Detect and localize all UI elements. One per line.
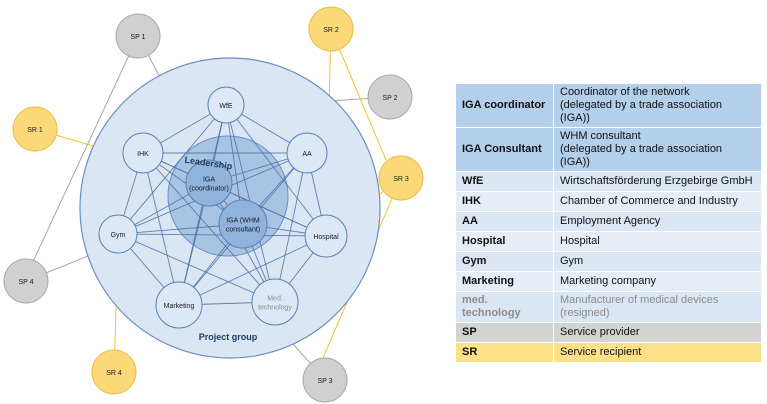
legend-definition: Gym [553, 251, 762, 272]
legend-term: SR [455, 342, 554, 363]
node-label: Gym [111, 232, 126, 239]
external-node-circle [3, 258, 49, 304]
member-link-line [117, 104, 227, 235]
legend-term: IGA Consultant [455, 127, 554, 172]
member-link-line [274, 152, 308, 303]
member-link-line [178, 235, 327, 306]
external-node-label: SR 2 [323, 27, 339, 34]
node-label: Marketing [164, 303, 195, 310]
legend-definition: Hospital [553, 231, 762, 252]
node-hospital: Hospital [304, 214, 348, 258]
legend-definition: Service recipient [553, 342, 762, 363]
external-node-circle [308, 6, 354, 52]
legend-term: med. technology [455, 291, 554, 323]
legend-definition: Wirtschaftsförderung Erzgebirge GmbH [553, 171, 762, 192]
node-circle [218, 199, 268, 249]
external-node-circle [302, 357, 348, 403]
node-circle [122, 132, 164, 174]
legend-term: IGA coordinator [455, 83, 554, 128]
external-node-sp2: SP 2 [367, 74, 413, 120]
node-circle [155, 281, 203, 329]
node-ihk: IHK [122, 132, 164, 174]
legend-definition: WHM consultant (delegated by a trade ass… [553, 127, 762, 172]
legend-term: Marketing [455, 271, 554, 292]
external-node-label: SR 4 [106, 370, 122, 377]
legend-term: WfE [455, 171, 554, 192]
node-circle [251, 278, 299, 326]
node-circle [207, 86, 245, 124]
legend-term: Hospital [455, 231, 554, 252]
node-label: AA [302, 151, 312, 158]
external-node-circle [12, 106, 58, 152]
node-circle [98, 214, 138, 254]
legend-definition: Manufacturer of medical devices (resigne… [553, 291, 762, 323]
node-circle [286, 132, 328, 174]
node-circle [304, 214, 348, 258]
legend-term: AA [455, 211, 554, 232]
legend-definition: Chamber of Commerce and Industry [553, 191, 762, 212]
external-node-sp4: SP 4 [3, 258, 49, 304]
node-label: Med.technology [258, 296, 292, 312]
node-label: IGA(coordinator) [189, 177, 229, 193]
legend-definition: Service provider [553, 322, 762, 343]
external-node-sr1: SR 1 [12, 106, 58, 152]
external-node-label: SP 1 [130, 34, 145, 41]
node-label: Hospital [313, 234, 339, 241]
external-node-label: SP 3 [317, 378, 332, 385]
member-link-line [142, 152, 276, 303]
node-wfe: WfE [207, 86, 245, 124]
member-link-line [225, 104, 327, 237]
node-gym: Gym [98, 214, 138, 254]
external-node-label: SR 3 [393, 176, 409, 183]
external-node-label: SP 4 [18, 279, 33, 286]
legend-definition: Coordinator of the network (delegated by… [553, 83, 762, 128]
external-node-circle [378, 155, 424, 201]
external-node-circle [367, 74, 413, 120]
external-link-line [330, 28, 387, 161]
project-group-label: Project group [199, 332, 258, 342]
external-node-sr4: SR 4 [91, 349, 137, 395]
legend-term: SP [455, 322, 554, 343]
node-iga_coord: IGA(coordinator) [185, 159, 233, 207]
node-aa: AA [286, 132, 328, 174]
external-node-label: SR 1 [27, 127, 43, 134]
node-marketing: Marketing [155, 281, 203, 329]
member-link-line [142, 152, 180, 306]
external-node-label: SP 2 [382, 95, 397, 102]
legend-definition: Employment Agency [553, 211, 762, 232]
external-node-sr2: SR 2 [308, 6, 354, 52]
external-node-sp3: SP 3 [302, 357, 348, 403]
external-node-sp1: SP 1 [115, 13, 161, 59]
external-link-line [29, 35, 139, 269]
legend-definition: Marketing company [553, 271, 762, 292]
node-label: WfE [219, 103, 233, 110]
external-nodes: SP 1 SR 2 SP 2 SR 1 SR 3 SP 4 SR 4 SP 3 [3, 6, 424, 403]
external-node-circle [115, 13, 161, 59]
node-label: IHK [137, 151, 149, 158]
external-node-circle [91, 349, 137, 395]
node-circle [185, 159, 233, 207]
node-medtech: Med.technology [251, 278, 299, 326]
legend-term: IHK [455, 191, 554, 212]
external-node-sr3: SR 3 [378, 155, 424, 201]
member-link-line [117, 233, 276, 303]
legend-term: Gym [455, 251, 554, 272]
